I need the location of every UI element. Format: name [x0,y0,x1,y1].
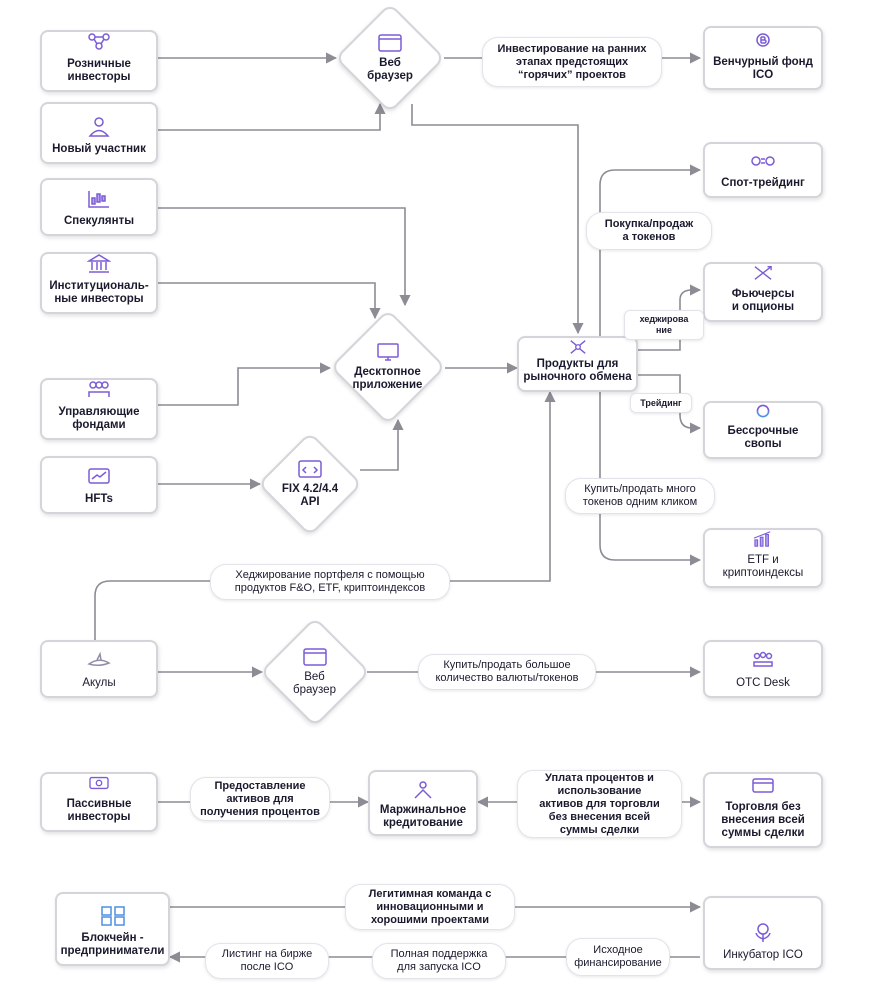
pill-one-click: Купить/продать много токенов одним клико… [565,478,715,514]
team-grid-icon [100,906,125,926]
diamond-web-browser-top[interactable]: Веб браузер [334,2,446,114]
crossed-arrows-icon [754,266,772,280]
pill-buy-sell-tokens: Покупка/продаж а токенов [586,212,712,250]
node-spot-trading[interactable]: Спот-трейдинг [703,142,823,198]
fund-managers-label: Управляющие фондами [58,406,140,431]
pill-legit-team: Легитимная команда с инновационными и хо… [345,884,515,930]
venture-fund-label: Венчурный фонд ICO [713,56,813,81]
ico-incubator-label: Инкубатор ICO [723,949,803,961]
browser-window-icon [302,648,327,666]
bitcoin-network-icon [756,33,770,47]
diamond-margin-lending[interactable]: Маржинальное кредитование [368,770,478,836]
candlestick-chart-icon [88,191,109,208]
retail-investors-label: Розничные инвесторы [67,58,131,83]
exchange-products-label: Продукты для рыночного обмена [523,358,632,383]
pill-listing: Листинг на бирже после ICO [205,943,329,979]
pill-hedging: хеджирова ние [624,310,704,340]
connector-web-products [411,104,584,335]
connector-fix-desktop [360,418,404,471]
pill-provide-assets: Предоставление активов для получения про… [190,777,330,821]
passive-investors-label: Пассивные инвесторы [66,798,132,823]
connector-products-spot [599,164,702,336]
monitor-icon [376,343,399,361]
pill-early-investment: Инвестирование на ранних этапах предстоя… [482,37,662,87]
fix-api-label: FIX 4.2/4.4 API [281,483,339,508]
blockchain-entrepreneurs-label: Блокчейн - предприниматели [60,932,165,957]
hub-icon [569,340,586,354]
node-fund-managers[interactable]: Управляющие фондами [40,378,158,440]
pill-interest-payment: Уплата процентов и использование активов… [517,770,682,838]
sprout-coin-icon [755,923,771,942]
spot-trading-label: Спот-трейдинг [721,177,805,189]
margin-trading-label: Торговля без внесения всей суммы сделки [721,801,805,839]
etf-indices-label: ETF и криптоиндексы [722,554,804,579]
pill-full-support: Полная поддержка для запуска ICO [372,943,506,979]
swap-cycle-icon [756,404,770,418]
web-browser-top-label: Веб браузер [367,57,413,82]
node-margin-trading[interactable]: Торговля без внесения всей суммы сделки [703,772,823,848]
person-icon [88,117,110,137]
node-ico-incubator[interactable]: Инкубатор ICO [703,896,823,970]
node-sharks[interactable]: Акулы [40,640,158,698]
node-speculators[interactable]: Спекулянты [40,178,158,236]
otc-desk-label: OTC Desk [736,677,790,689]
connector-institutional-desktop [158,282,381,320]
coin-swap-icon [751,156,775,166]
diamond-desktop-app[interactable]: Десктопное приложение [329,309,446,425]
diamond-web-browser-otc[interactable]: Веб браузер [259,616,370,728]
people-hands-icon [414,781,432,799]
credit-card-icon [752,778,774,793]
node-newcomer[interactable]: Новый участник [40,102,158,164]
bar-trend-icon [753,531,771,547]
node-futures-options[interactable]: Фьючерсы и опционы [703,262,823,322]
node-venture-fund[interactable]: Венчурный фонд ICO [703,26,823,90]
speculators-label: Спекулянты [63,215,135,227]
futures-options-label: Фьючерсы и опционы [731,288,795,313]
node-perpetual-swaps[interactable]: Бессрочные свопы [703,401,823,459]
institutional-investors-label: Институциональ- ные инвесторы [49,280,149,305]
desktop-app-label: Десктопное приложение [352,366,423,391]
money-icon [89,776,109,790]
diamond-fix-api[interactable]: FIX 4.2/4.4 API [257,431,363,537]
code-window-icon [298,460,322,478]
node-passive-investors[interactable]: Пассивные инвесторы [40,772,158,832]
team-icon [88,381,110,397]
connector-sharks-products [94,390,556,640]
connector-products-etf [599,390,702,566]
node-exchange-products[interactable]: Продукты для рыночного обмена [517,336,638,392]
web-browser-otc-label: Веб браузер [293,671,336,696]
node-etf-indices[interactable]: ETF и криптоиндексы [703,528,823,588]
node-institutional-investors[interactable]: Институциональ- ные инвесторы [40,252,158,314]
pill-trading: Трейдинг [630,393,692,413]
shark-icon [87,651,111,667]
people-network-icon [88,33,110,50]
connector-funds-desktop [158,362,332,406]
connector-products-futures [638,284,702,351]
meeting-icon [753,651,773,667]
connector-products-perpetual [638,374,702,434]
browser-window-icon [378,34,402,52]
sharks-label: Акулы [82,677,116,689]
chart-screen-icon [88,468,110,484]
perpetual-swaps-label: Бессрочные свопы [727,425,799,450]
pill-seed-funding: Исходное финансирование [566,938,670,976]
margin-lending-label: Маржинальное кредитование [379,804,467,829]
pill-bulk-buy-sell: Купить/продать большое количество валюты… [418,654,596,690]
bank-icon [87,254,111,273]
node-retail-investors[interactable]: Розничные инвесторы [40,30,158,92]
node-otc-desk[interactable]: OTC Desk [703,640,823,698]
hfts-label: HFTs [85,493,113,505]
connector-newcomer-web [158,102,386,131]
node-hfts[interactable]: HFTs [40,456,158,514]
margin-lending-box [368,770,478,836]
node-blockchain-entrepreneurs[interactable]: Блокчейн - предприниматели [55,892,170,966]
pill-portfolio-hedging: Хеджирование портфеля с помощью продукто… [210,564,450,600]
newcomer-label: Новый участник [52,143,146,155]
connector-speculators-desktop [158,207,411,307]
